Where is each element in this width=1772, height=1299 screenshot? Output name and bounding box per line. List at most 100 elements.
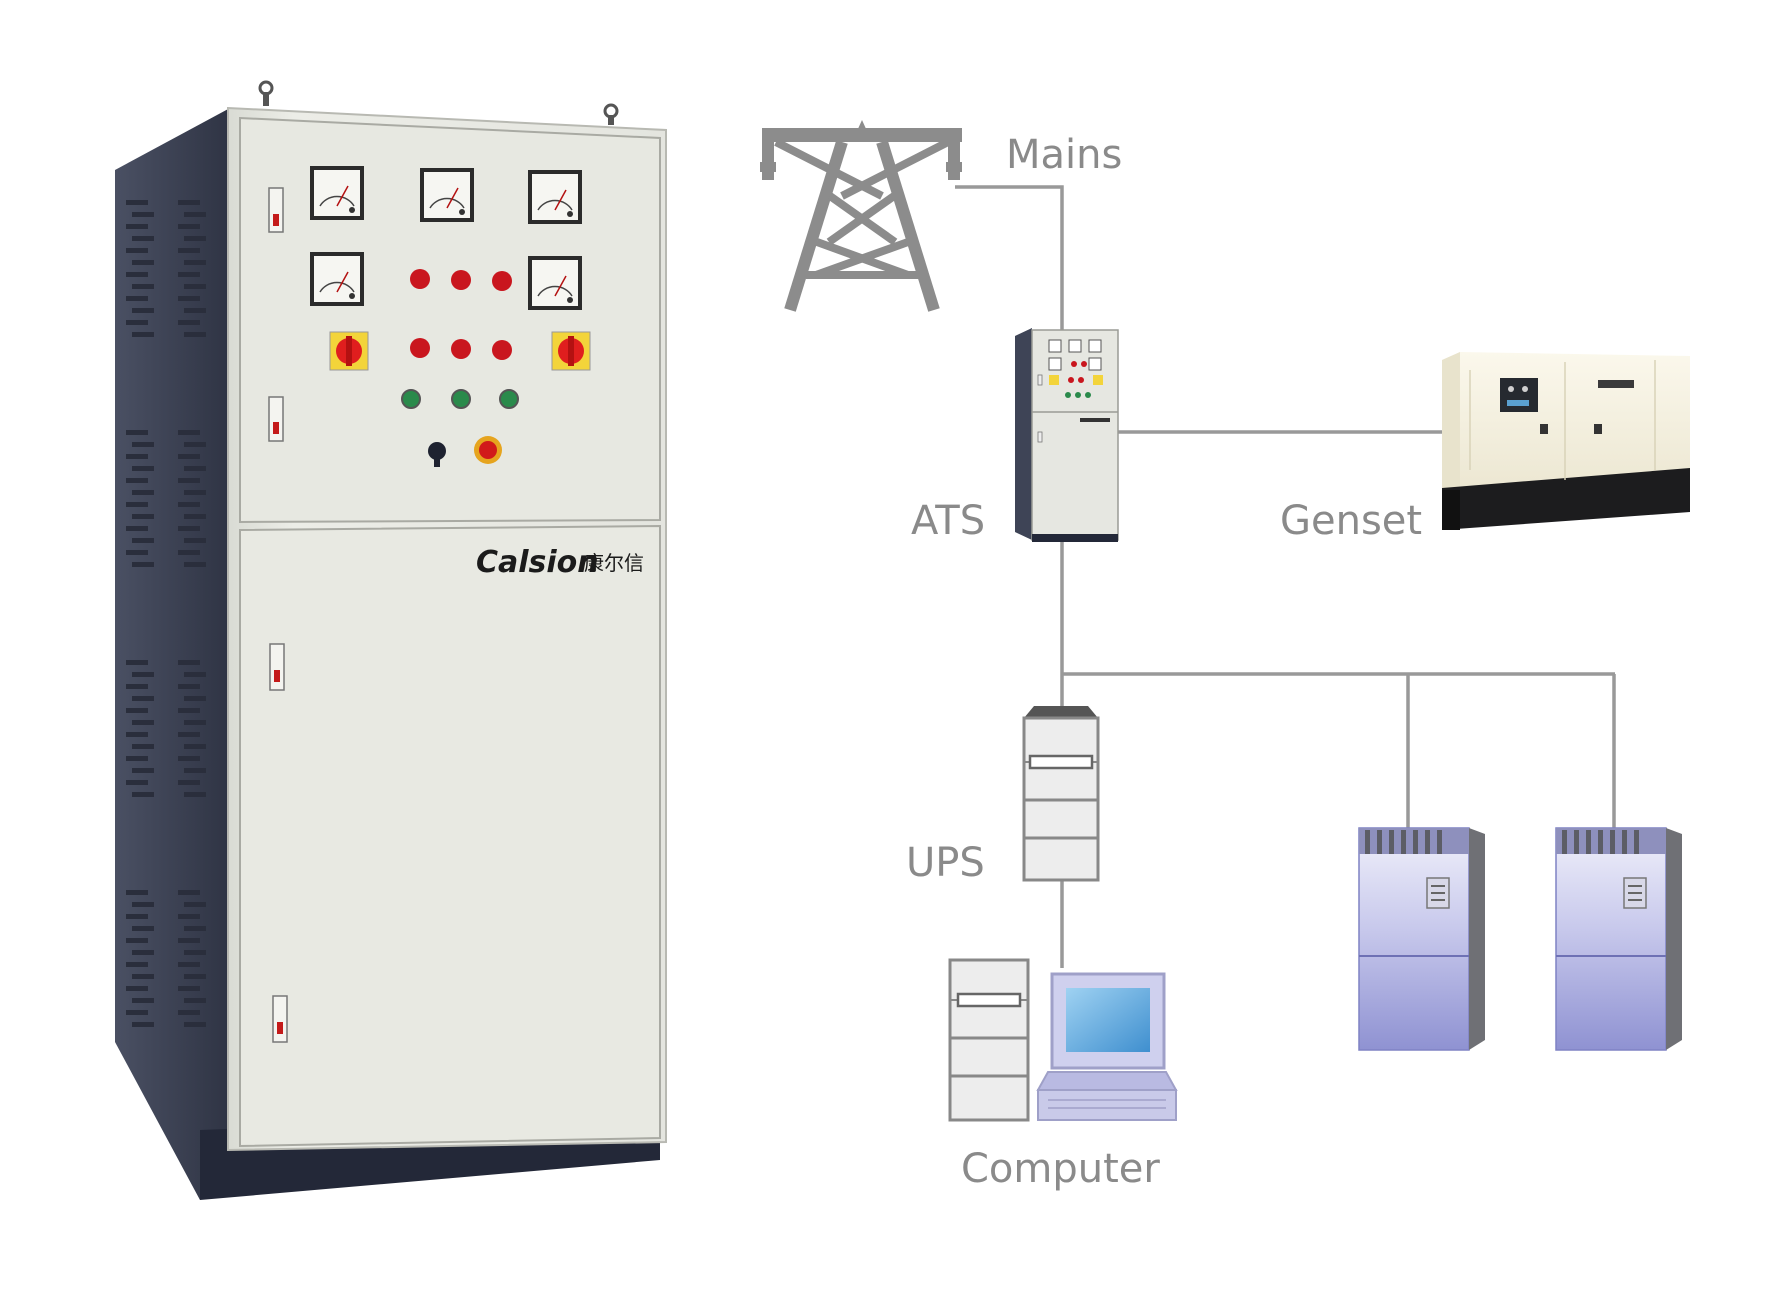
louver-slot <box>132 696 154 701</box>
lifting-eye-icon <box>258 80 619 125</box>
genset-label: Genset <box>1280 498 1422 544</box>
louver-slot <box>184 514 206 519</box>
louver-slot <box>126 1010 148 1015</box>
louver-slot <box>184 696 206 701</box>
louver-slot <box>178 938 200 943</box>
louver-slot <box>126 478 148 483</box>
selector-knob-icon <box>428 442 446 467</box>
louver-slot <box>184 672 206 677</box>
louver-slot <box>132 998 154 1003</box>
louver-slot <box>184 284 206 289</box>
louver-slot <box>132 538 154 543</box>
louver-slot <box>132 744 154 749</box>
louver-slot <box>126 780 148 785</box>
louver-slot <box>184 792 206 797</box>
louver-slot <box>178 526 200 531</box>
louver-slot <box>184 260 206 265</box>
louver-slot <box>184 212 206 217</box>
louver-slot <box>184 308 206 313</box>
meter-gauge-icon <box>528 256 582 310</box>
louver-slot <box>126 502 148 507</box>
emergency-stop-icon <box>474 436 502 464</box>
louver-slot <box>184 974 206 979</box>
louver-slot <box>126 914 148 919</box>
louver-slot <box>184 466 206 471</box>
louver-slot <box>178 986 200 991</box>
louver-slot <box>126 756 148 761</box>
louver-slot <box>178 660 200 665</box>
louver-slot <box>126 938 148 943</box>
panel-meter-icon <box>310 166 582 310</box>
louver-slot <box>126 986 148 991</box>
louver-slot <box>126 684 148 689</box>
louver-slot <box>184 490 206 495</box>
louver-slot <box>132 466 154 471</box>
server-cabinet-icon <box>1555 827 1682 1051</box>
calsion-logo: Calsion 康尔信 <box>476 545 644 580</box>
louver-slot <box>184 926 206 931</box>
wire-mains-ats <box>955 185 1064 330</box>
louver-slot <box>178 248 200 253</box>
louver-slot <box>184 442 206 447</box>
louver-slot <box>184 236 206 241</box>
cabinet-lower-door <box>239 524 661 1148</box>
louver-slot <box>178 914 200 919</box>
meter-gauge-icon <box>420 168 474 222</box>
connection-lines <box>955 185 1616 968</box>
louver-slot <box>178 550 200 555</box>
louver-slot <box>126 224 148 229</box>
louver-slot <box>178 756 200 761</box>
louver-slot <box>184 998 206 1003</box>
louver-slot <box>132 212 154 217</box>
louver-slot <box>178 478 200 483</box>
louver-slot <box>126 732 148 737</box>
transmission-tower-icon <box>760 120 962 312</box>
side-louvers <box>126 200 206 1027</box>
ats-cabinet-icon <box>1015 328 1119 542</box>
louver-slot <box>126 890 148 895</box>
louver-slot <box>132 442 154 447</box>
louver-slot <box>126 962 148 967</box>
louver-slot <box>132 490 154 495</box>
louver-slot <box>126 550 148 555</box>
louver-slot <box>132 260 154 265</box>
louver-slot <box>184 768 206 773</box>
louver-slot <box>178 320 200 325</box>
louver-slot <box>178 454 200 459</box>
louver-slot <box>126 430 148 435</box>
louver-slot <box>132 926 154 931</box>
louver-slot <box>178 296 200 301</box>
louver-slot <box>132 974 154 979</box>
cabinet-side-panel <box>115 108 230 1200</box>
louver-slot <box>132 284 154 289</box>
ups-label: UPS <box>906 840 985 886</box>
louver-slot <box>178 780 200 785</box>
louver-slot <box>126 526 148 531</box>
louver-slot <box>178 890 200 895</box>
louver-slot <box>126 454 148 459</box>
louver-slot <box>178 224 200 229</box>
louver-slot <box>132 236 154 241</box>
louver-slot <box>132 950 154 955</box>
louver-slot <box>132 902 154 907</box>
computer-icon <box>948 958 1178 1122</box>
louver-slot <box>178 684 200 689</box>
ups-icon <box>1022 706 1100 882</box>
louver-slot <box>184 744 206 749</box>
ats-cabinet-photo: Calsion 康尔信 <box>115 80 667 1200</box>
server-cabinet-icon <box>1358 827 1485 1051</box>
louver-slot <box>126 272 148 277</box>
louver-slot <box>132 514 154 519</box>
mains-label: Mains <box>1006 132 1122 178</box>
louver-slot <box>132 720 154 725</box>
svg-text:Calsion: Calsion <box>476 545 599 580</box>
meter-gauge-icon <box>310 166 364 220</box>
meter-gauge-icon <box>310 252 364 306</box>
louver-slot <box>132 768 154 773</box>
louver-slot <box>178 430 200 435</box>
louver-slot <box>178 1010 200 1015</box>
louver-slot <box>126 200 148 205</box>
louver-slot <box>132 332 154 337</box>
louver-slot <box>184 332 206 337</box>
